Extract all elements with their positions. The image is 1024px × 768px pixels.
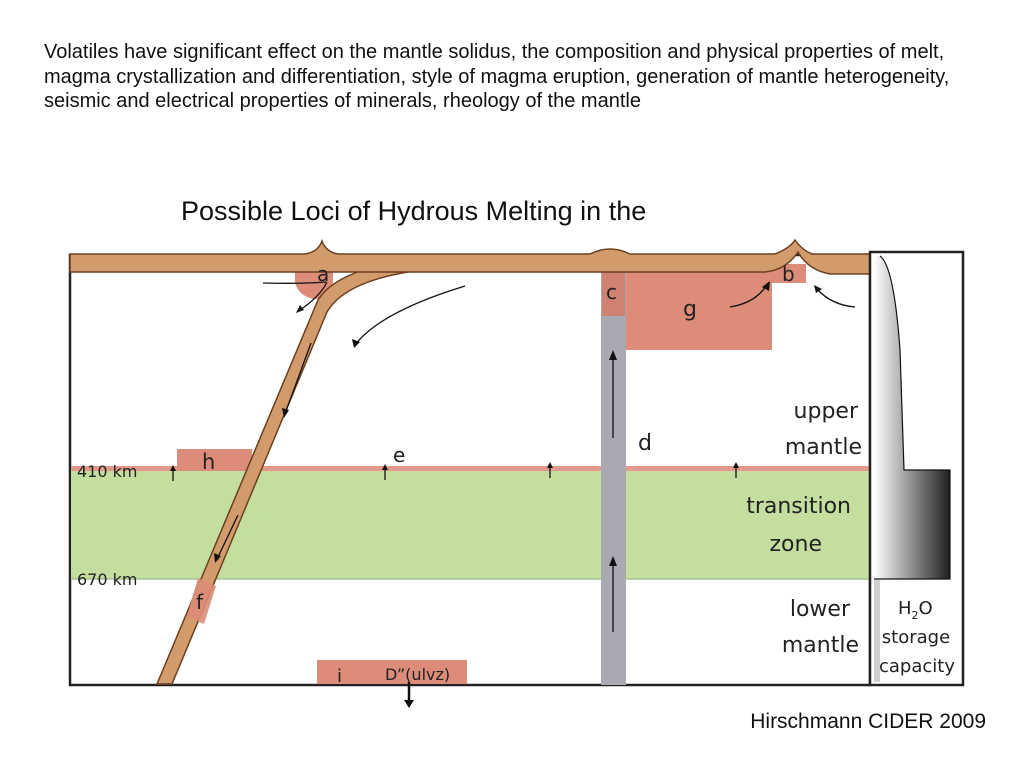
locus-c: c xyxy=(606,280,617,304)
melt-zone-f xyxy=(187,578,216,624)
arrow-slab-2 xyxy=(217,514,239,558)
h2o-curve-outline xyxy=(874,255,951,580)
locus-e: e xyxy=(393,443,405,467)
label-lower-mantle: mantle xyxy=(782,633,859,658)
diagram-title: Possible Loci of Hydrous Melting in the xyxy=(181,196,647,226)
label-upper: upper xyxy=(794,399,859,424)
arrow-b-right-head xyxy=(814,285,822,293)
arrow-plume-lower-head xyxy=(609,556,617,566)
arrow-dpp-down-head xyxy=(404,700,414,708)
h2o-label-line3: capacity xyxy=(879,656,955,677)
arrow-slab-1 xyxy=(285,342,312,412)
transition-zone xyxy=(71,470,869,579)
arrow-410-2-head xyxy=(382,464,388,470)
arrow-wedge xyxy=(354,285,466,346)
locus-i-extra: D”(ulvz) xyxy=(385,665,450,684)
arrow-wedge-head xyxy=(352,339,360,348)
h2o-label-line1: H2O xyxy=(898,598,933,622)
arrow-g-b-head xyxy=(762,281,770,291)
melt-zone-i xyxy=(317,660,467,684)
locus-d: d xyxy=(638,431,652,456)
arrow-plume-upper-head xyxy=(609,350,617,360)
label-zone: zone xyxy=(770,532,823,557)
melt-zone-g xyxy=(626,271,772,350)
arrow-g-b xyxy=(729,285,767,308)
arrow-a-head xyxy=(296,305,304,313)
surface-plate xyxy=(69,238,871,275)
locus-a: a xyxy=(317,262,329,286)
h2o-curve-upper xyxy=(874,256,904,470)
label-upper-mantle: mantle xyxy=(785,435,862,460)
depth-label-670: 670 km xyxy=(77,570,137,589)
label-transition: transition xyxy=(746,494,851,519)
locus-i: i xyxy=(337,666,342,687)
h2o-label-line2: storage xyxy=(882,627,950,648)
intro-paragraph: Volatiles have significant effect on the… xyxy=(44,41,950,112)
arrow-a-in xyxy=(262,281,327,284)
arrow-410-3-head xyxy=(547,462,553,468)
melt-zone-h xyxy=(177,449,252,471)
line-410 xyxy=(71,466,869,471)
h2o-lower-strip xyxy=(874,580,880,682)
depth-label-410: 410 km xyxy=(77,462,137,481)
flow-arrows xyxy=(170,281,856,708)
label-lower: lower xyxy=(790,597,851,622)
locus-f: f xyxy=(196,590,204,614)
credit-text: Hirschmann CIDER 2009 xyxy=(750,710,986,733)
locus-b: b xyxy=(782,262,795,286)
h2o-curve-transition xyxy=(874,470,950,579)
locus-h: h xyxy=(202,450,215,474)
arrow-410-4-head xyxy=(733,462,739,468)
arrow-slab-1-head xyxy=(282,408,289,418)
locus-g: g xyxy=(683,297,697,322)
melt-zone-c xyxy=(602,268,625,316)
arrow-410-1-head xyxy=(170,465,176,471)
arrow-slab-2-head xyxy=(214,553,221,563)
arrow-b-right xyxy=(817,289,856,308)
